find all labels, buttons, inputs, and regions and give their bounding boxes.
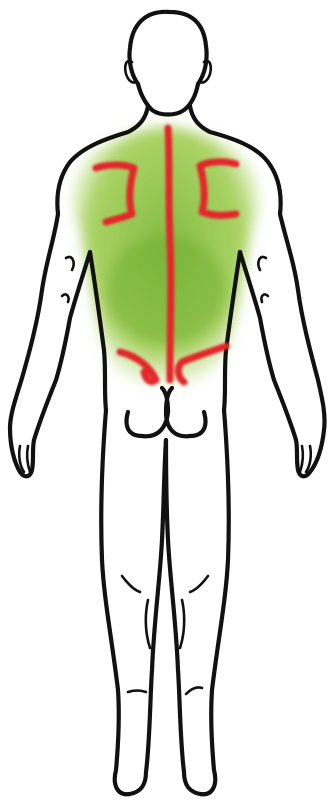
right-ankle-mark [186, 687, 202, 694]
right-leg-inner [166, 440, 184, 772]
left-hand [19, 446, 30, 472]
spine-line [168, 128, 171, 380]
right-calf-mark [180, 600, 184, 648]
left-ankle-mark [128, 691, 146, 693]
left-elbow-mark [62, 257, 74, 302]
right-leg-outer [184, 410, 229, 794]
left-calf-mark [146, 600, 150, 648]
head-outline [129, 12, 206, 115]
right-inner-arm [240, 252, 296, 440]
right-elbow-mark [258, 257, 268, 302]
left-buttock [127, 388, 168, 436]
left-leg-inner [146, 440, 166, 772]
right-buttock [166, 388, 205, 436]
left-knee-mark [122, 576, 140, 592]
right-hand [300, 446, 311, 472]
left-leg-outer [101, 410, 146, 794]
right-knee-mark [190, 576, 208, 592]
